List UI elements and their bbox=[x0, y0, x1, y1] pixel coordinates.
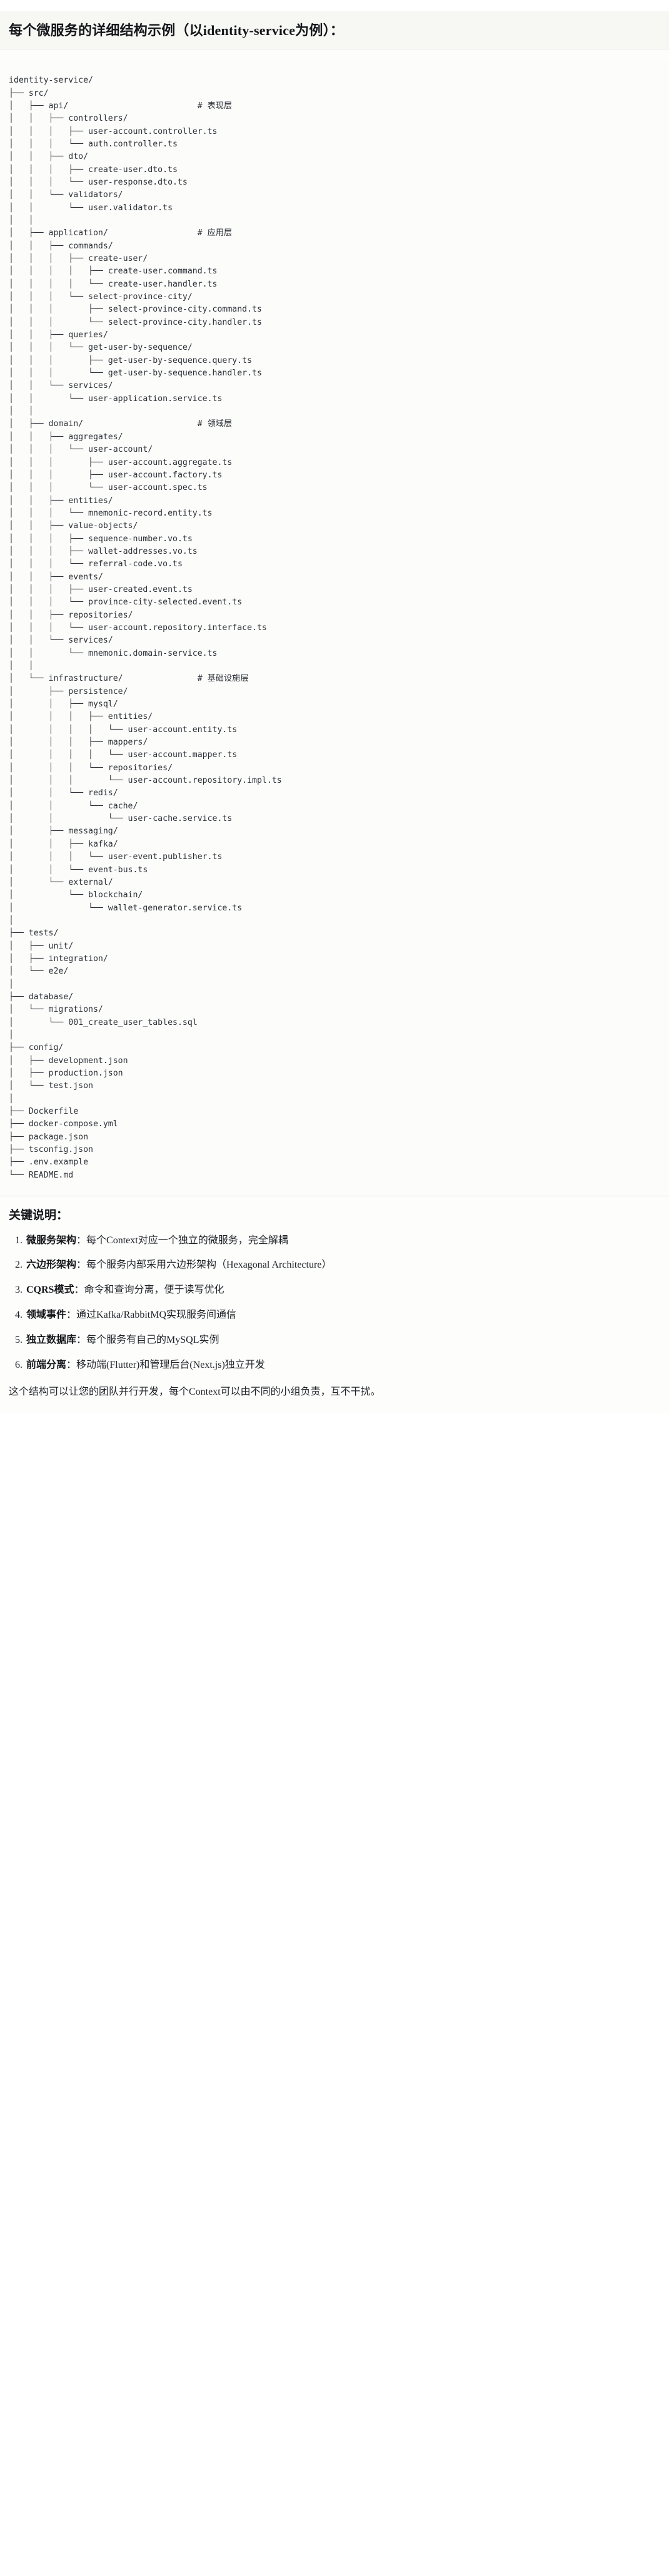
directory-tree: identity-service/ ├── src/ │ ├── api/ # … bbox=[9, 76, 282, 1180]
list-item: 前端分离：移动端(Flutter)和管理后台(Next.js)独立开发 bbox=[25, 1358, 660, 1373]
list-item: 微服务架构：每个Context对应一个独立的微服务，完全解耦 bbox=[25, 1233, 660, 1249]
list-item: 独立数据库：每个服务有自己的MySQL实例 bbox=[25, 1333, 660, 1348]
note-separator: ： bbox=[66, 1359, 77, 1370]
document-page: 每个微服务的详细结构示例（以identity-service为例）： ident… bbox=[0, 11, 669, 1413]
page-title: 每个微服务的详细结构示例（以identity-service为例）： bbox=[0, 11, 669, 49]
note-separator: ： bbox=[76, 1235, 87, 1246]
note-term: 领域事件 bbox=[26, 1310, 67, 1321]
note-description: 移动端(Flutter)和管理后台(Next.js)独立开发 bbox=[76, 1359, 265, 1370]
note-term: 独立数据库 bbox=[26, 1334, 77, 1345]
closing-paragraph: 这个结构可以让您的团队并行开发，每个Context可以由不同的小组负责，互不干扰… bbox=[9, 1387, 381, 1398]
note-term: 微服务架构 bbox=[26, 1235, 77, 1246]
note-description: 每个服务有自己的MySQL实例 bbox=[86, 1334, 219, 1345]
note-separator: ： bbox=[66, 1310, 77, 1321]
note-term: 六边形架构 bbox=[26, 1260, 77, 1271]
note-description: 命令和查询分离，便于读写优化 bbox=[84, 1285, 224, 1296]
list-item: 领域事件：通过Kafka/RabbitMQ实现服务间通信 bbox=[25, 1308, 660, 1323]
key-notes-section: 关键说明： 微服务架构：每个Context对应一个独立的微服务，完全解耦 六边形… bbox=[0, 1196, 669, 1413]
note-term: CQRS模式 bbox=[26, 1285, 74, 1296]
key-notes-title: 关键说明： bbox=[9, 1209, 69, 1223]
note-term: 前端分离 bbox=[26, 1359, 67, 1370]
list-item: 六边形架构：每个服务内部采用六边形架构（Hexagonal Architectu… bbox=[25, 1258, 660, 1273]
directory-tree-block: identity-service/ ├── src/ │ ├── api/ # … bbox=[0, 61, 669, 1197]
note-description: 每个服务内部采用六边形架构（Hexagonal Architecture） bbox=[86, 1260, 332, 1271]
note-separator: ： bbox=[76, 1334, 87, 1345]
note-separator: ： bbox=[76, 1260, 87, 1271]
note-description: 每个Context对应一个独立的微服务，完全解耦 bbox=[86, 1235, 288, 1246]
key-notes-list: 微服务架构：每个Context对应一个独立的微服务，完全解耦 六边形架构：每个服… bbox=[9, 1233, 660, 1373]
note-description: 通过Kafka/RabbitMQ实现服务间通信 bbox=[76, 1310, 237, 1321]
note-separator: ： bbox=[74, 1285, 84, 1296]
list-item: CQRS模式：命令和查询分离，便于读写优化 bbox=[25, 1283, 660, 1298]
